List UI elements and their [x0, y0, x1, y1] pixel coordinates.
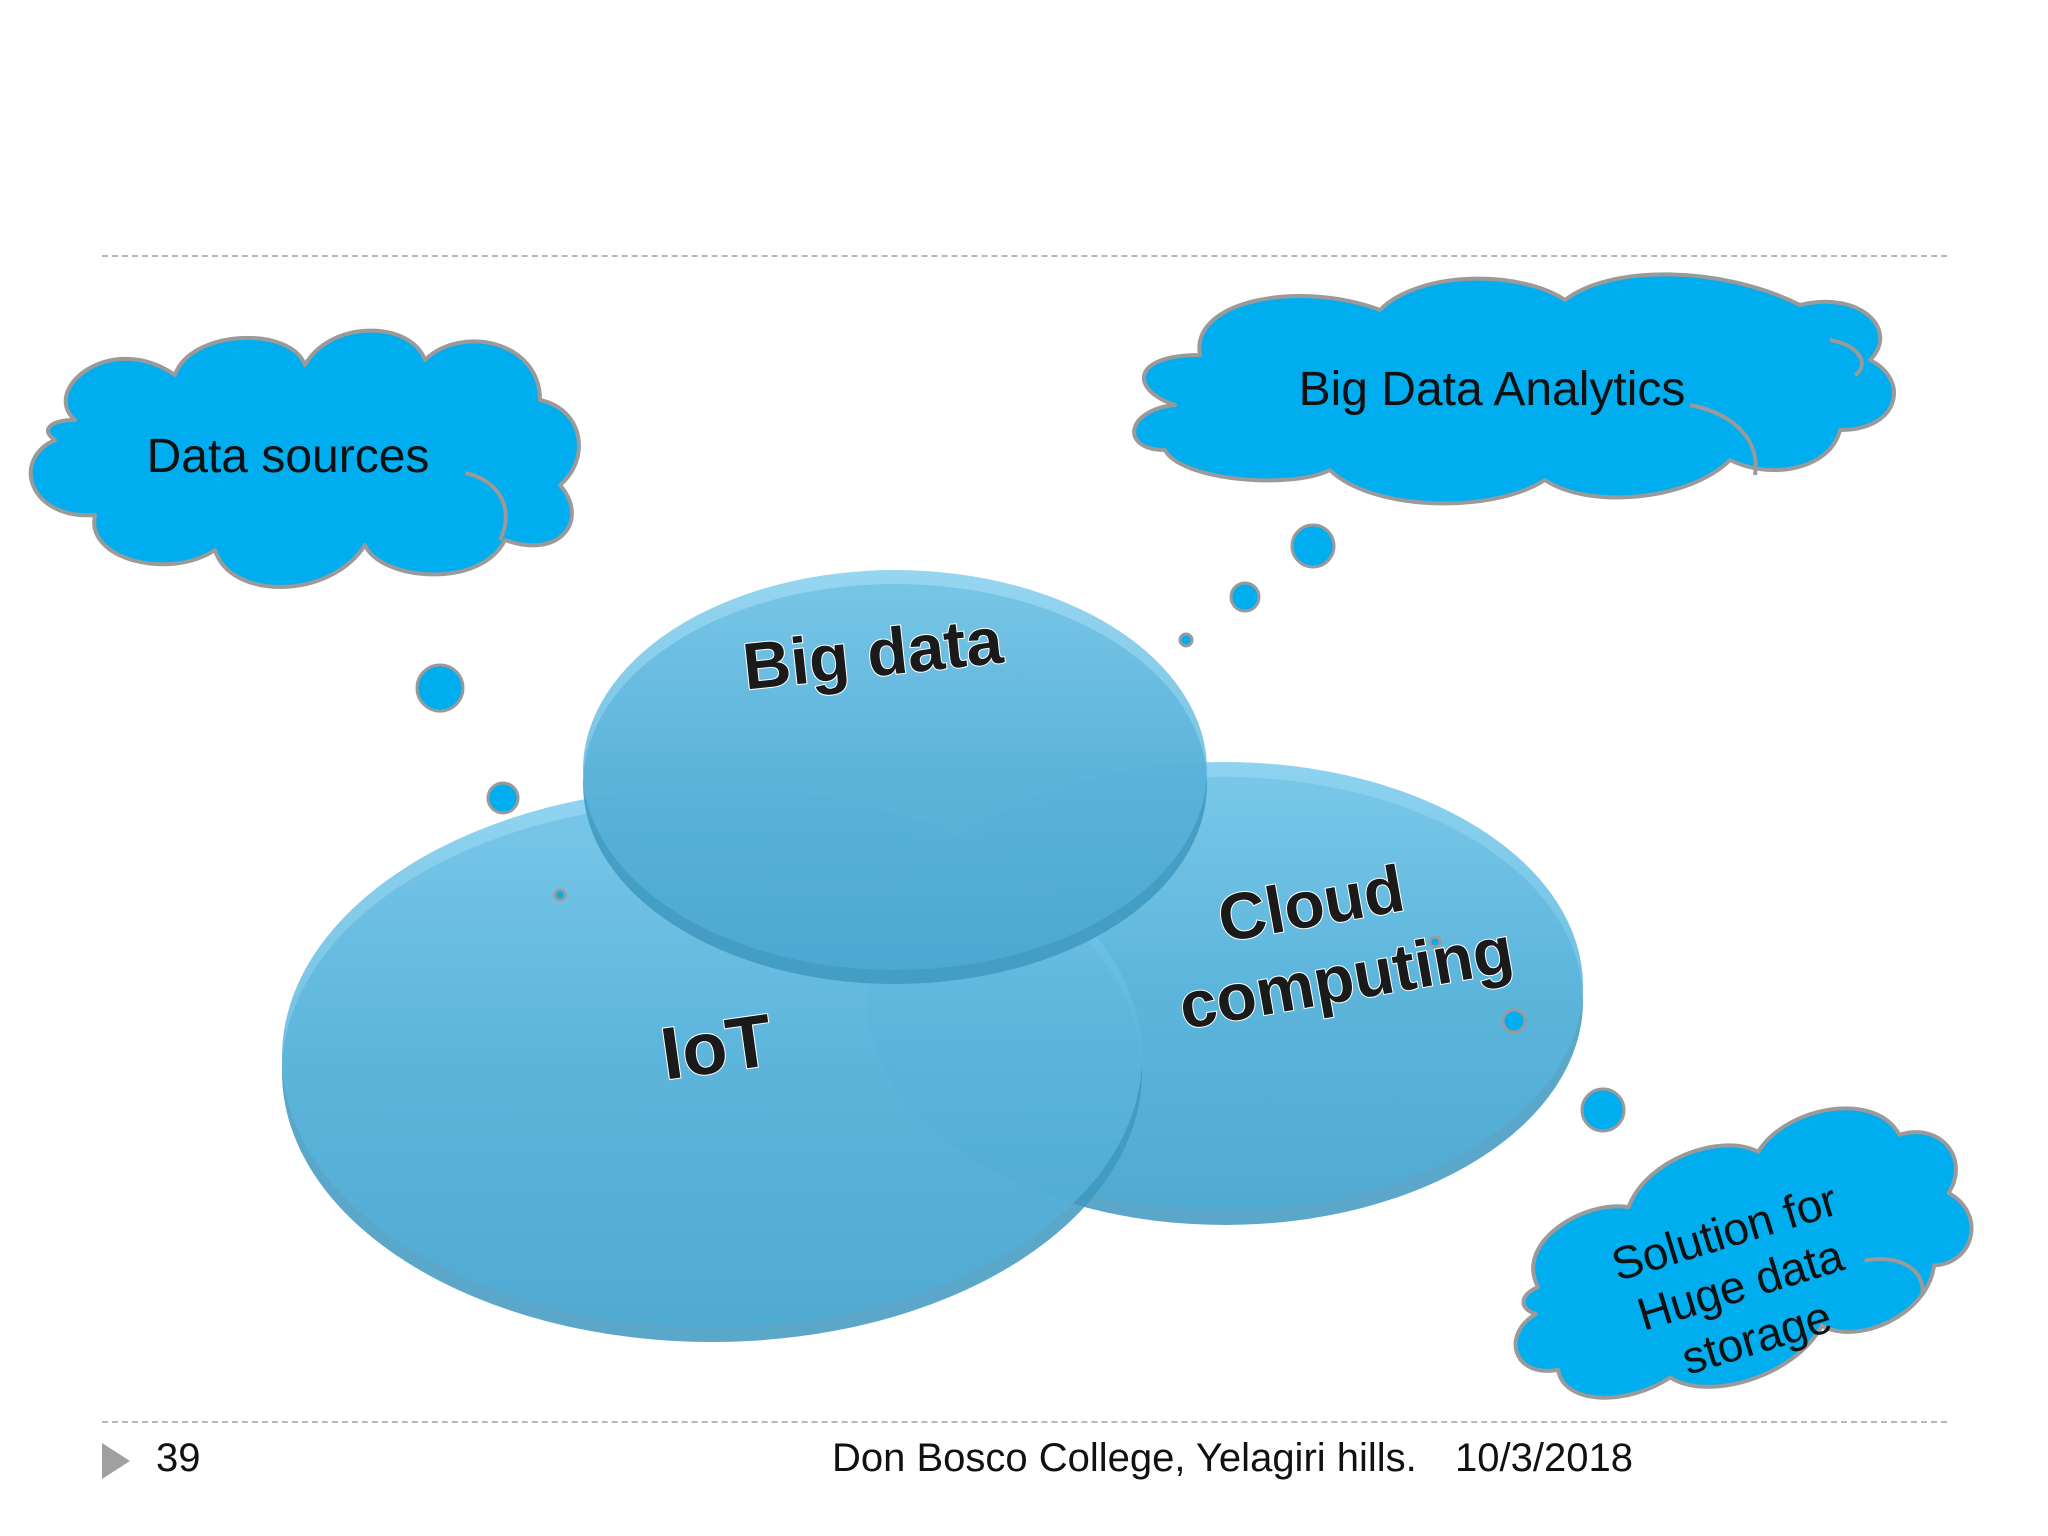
bottom-divider [102, 1421, 1947, 1423]
storage-bubble-dots [1428, 935, 1626, 1133]
data-sources-bubble-dots [415, 663, 567, 902]
data-sources-cloud-label: Data sources [147, 430, 430, 483]
footer-date: 10/3/2018 [1455, 1436, 1633, 1480]
triangle-right-icon [102, 1443, 130, 1479]
iot-label: IoT [656, 998, 777, 1096]
analytics-cloud-label: Big Data Analytics [1299, 363, 1686, 416]
footer-college: Don Bosco College, Yelagiri hills. [832, 1436, 1417, 1480]
top-divider [102, 255, 1947, 257]
storage-cloud [1513, 1106, 1974, 1400]
analytics-bubble-dots [1178, 523, 1336, 648]
big-data-disc [583, 570, 1207, 984]
slide-number: 39 [156, 1436, 201, 1480]
analytics-cloud [1132, 272, 1896, 506]
data-sources-cloud [28, 328, 581, 589]
